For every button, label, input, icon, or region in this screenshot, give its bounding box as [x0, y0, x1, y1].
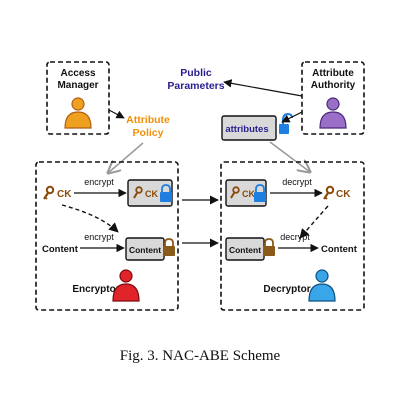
key-icon: [43, 185, 55, 200]
attributes-group: attributes: [221, 112, 293, 141]
access-manager-group: Access Manager: [46, 61, 110, 135]
arrow-authority-to-attributes: [281, 111, 303, 123]
dashed-arrow-ck-to-encrypt: [61, 204, 119, 233]
key-icon: [323, 185, 335, 200]
encryptor-content-label: Content: [42, 244, 79, 255]
access-manager-label-1: Access: [60, 68, 95, 79]
encrypt-top-label: encrypt: [84, 177, 114, 187]
arrow-attributes-to-decryptor: [269, 141, 310, 172]
lock-closed-blue-icon: [254, 184, 266, 202]
attribute-authority-group: Attribute Authority: [301, 61, 365, 135]
key-icon: [230, 186, 240, 199]
decryptor-ck-label: CK: [336, 189, 351, 200]
encrypted-content-label: Content: [129, 245, 161, 255]
public-parameters-label-2: Parameters: [167, 80, 224, 92]
decryptor-box-content-label: Content: [229, 245, 261, 255]
decryptor-box: [220, 161, 365, 311]
lock-closed-brown-icon: [163, 238, 175, 256]
access-manager-box: [46, 61, 110, 135]
attributes-label: attributes: [225, 124, 268, 135]
person-blue-icon: [308, 269, 336, 302]
decryptor-box-ck-label: CK: [242, 189, 255, 199]
encryptor-label: Encryptor: [72, 284, 119, 295]
arrow-authority-to-public-params: [223, 79, 303, 97]
encryptor-ck-label: CK: [57, 189, 72, 200]
person-orange-icon: [64, 97, 92, 129]
arrow-manager-to-policy: [108, 109, 125, 119]
dashed-arrow-ck-to-decrypt: [299, 205, 329, 239]
attribute-authority-label-1: Attribute: [312, 68, 354, 79]
access-manager-label-2: Manager: [57, 80, 98, 91]
public-parameters-label-1: Public: [180, 67, 212, 79]
lock-closed-blue-icon: [160, 184, 172, 202]
encrypted-ck-label: CK: [145, 189, 158, 199]
person-red-icon: [112, 269, 140, 302]
decryptor-label: Decryptor: [263, 284, 310, 295]
encrypt-bottom-label: encrypt: [84, 232, 114, 242]
lock-closed-brown-icon: [263, 238, 275, 256]
attributes-box: [221, 115, 277, 141]
encryptor-group: CK encrypt CK encrypt Content Content En…: [35, 161, 179, 311]
figure-caption: Fig. 3. NAC-ABE Scheme: [119, 348, 281, 364]
decrypt-top-label: decrypt: [282, 177, 312, 187]
decryptor-group: CK decrypt CK Content decrypt Content De…: [220, 161, 365, 311]
arrow-policy-to-encryptor: [108, 142, 144, 173]
decrypt-bottom-label: decrypt: [280, 232, 310, 242]
lock-open-icon: [279, 112, 293, 134]
attribute-authority-box: [301, 61, 365, 135]
key-icon: [133, 186, 143, 199]
attribute-authority-label-2: Authority: [311, 80, 356, 91]
person-purple-icon: [319, 97, 347, 129]
attribute-policy-label-1: Attribute: [126, 114, 170, 126]
decryptor-content-label: Content: [321, 244, 358, 255]
encryptor-box: [35, 161, 179, 311]
attribute-policy-label-2: Policy: [133, 127, 164, 139]
